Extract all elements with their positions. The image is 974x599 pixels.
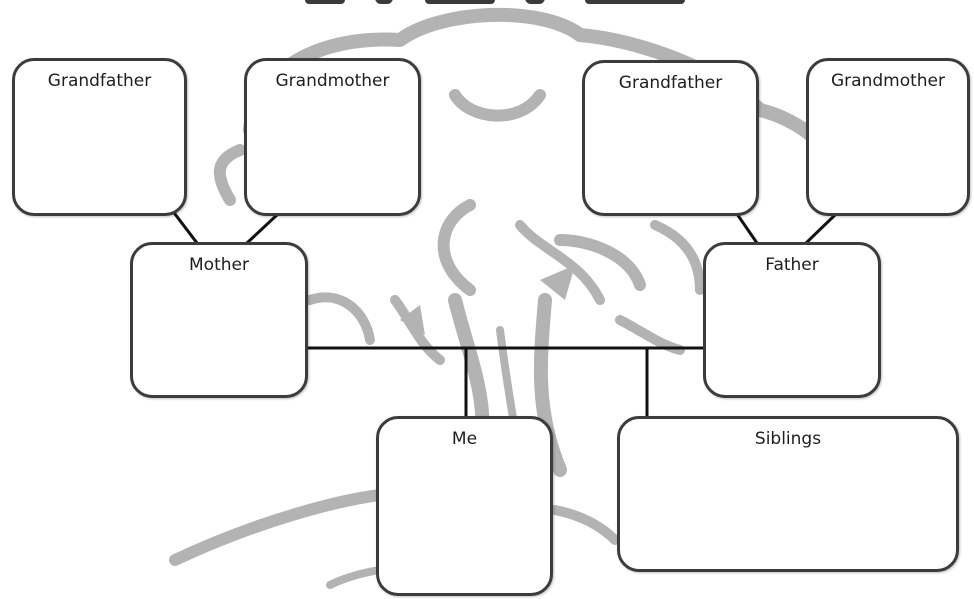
connector-grandmother-right-to-father (803, 211, 839, 246)
mother-box[interactable]: Mother (130, 242, 308, 398)
paternal-grandmother-label: Grandmother (831, 71, 945, 91)
me-box[interactable]: Me (376, 416, 553, 596)
father-entry-area[interactable] (716, 285, 868, 385)
siblings-entry-area[interactable] (630, 459, 946, 559)
maternal-grandfather-box[interactable]: Grandfather (12, 58, 187, 216)
connector-grandfather-right-to-father (734, 211, 760, 246)
paternal-grandfather-entry-area[interactable] (595, 103, 746, 203)
mother-label: Mother (189, 255, 249, 275)
siblings-label: Siblings (754, 429, 822, 449)
maternal-grandmother-label: Grandmother (275, 71, 390, 91)
maternal-grandmother-entry-area[interactable] (257, 101, 408, 203)
maternal-grandmother-box[interactable]: Grandmother (244, 58, 421, 216)
connector-grandmother-left-to-mother (244, 211, 281, 246)
siblings-box[interactable]: Siblings (617, 416, 959, 572)
connector-grandfather-left-to-mother (172, 211, 200, 246)
paternal-grandfather-box[interactable]: Grandfather (582, 60, 759, 216)
father-label: Father (765, 255, 819, 275)
paternal-grandmother-entry-area[interactable] (819, 101, 957, 203)
me-label: Me (451, 429, 478, 449)
paternal-grandmother-box[interactable]: Grandmother (806, 58, 970, 216)
me-entry-area[interactable] (389, 459, 540, 583)
father-box[interactable]: Father (703, 242, 881, 398)
title-fragment (305, 0, 685, 4)
maternal-grandfather-entry-area[interactable] (25, 101, 174, 203)
paternal-grandfather-label: Grandfather (618, 73, 723, 93)
maternal-grandfather-label: Grandfather (47, 71, 152, 91)
mother-entry-area[interactable] (143, 285, 295, 385)
